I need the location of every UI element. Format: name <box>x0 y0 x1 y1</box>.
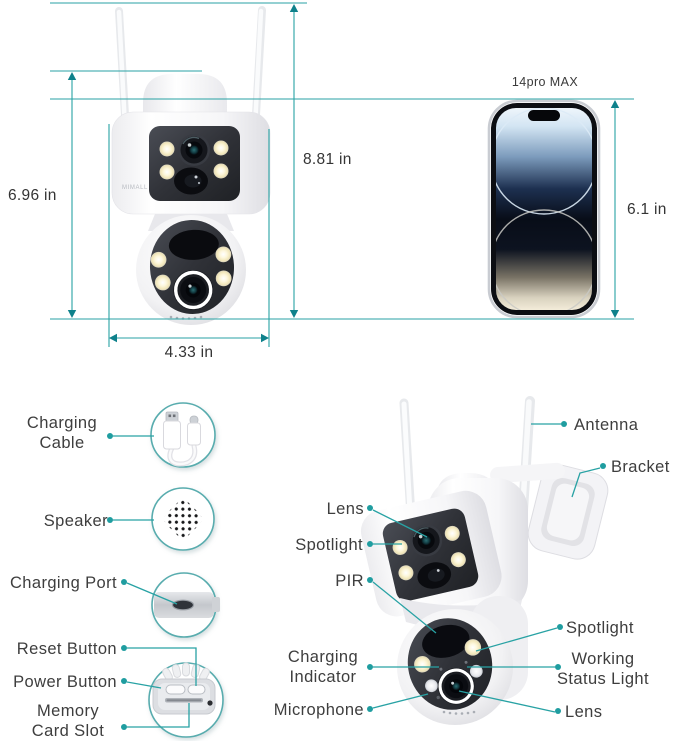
part-callout-dots <box>107 421 606 730</box>
power-button-shape <box>165 684 186 695</box>
part-label-memory-card-slot: Memory Card Slot <box>31 702 105 740</box>
dimension-camera-width: 4.33 in <box>164 344 214 361</box>
dimension-arrowheads <box>67 4 620 343</box>
part-label-charging-port: Charging Port <box>9 574 117 592</box>
camera-illustration-angled <box>360 396 609 725</box>
part-label-lens-upper: Lens <box>326 500 364 518</box>
antenna-left-icon <box>399 398 416 521</box>
part-label-bracket: Bracket <box>611 458 670 476</box>
dimension-annotations <box>50 2 634 347</box>
camera-bottom-view-icon <box>148 662 224 738</box>
brand-text: MIMALL <box>122 185 148 191</box>
dimension-camera-body-height: 6.96 in <box>8 187 57 204</box>
phone-model-label: 14pro MAX <box>511 75 579 89</box>
dimension-camera-total-height: 8.81 in <box>303 151 352 168</box>
dimension-phone-height: 6.1 in <box>627 201 667 218</box>
part-label-reset-button: Reset Button <box>16 640 117 658</box>
part-label-working-status-light: Working Status Light <box>557 650 649 688</box>
camera-base-grille <box>442 710 476 715</box>
charging-port-icon <box>151 572 220 638</box>
charging-cable-icon <box>150 402 216 468</box>
iphone-illustration <box>487 99 601 319</box>
part-callout-lines <box>113 423 601 728</box>
part-label-power-button: Power Button <box>13 673 117 691</box>
part-label-pir: PIR <box>335 572 364 590</box>
speaker-icon <box>151 487 215 551</box>
part-label-spotlight-left: Spotlight <box>295 536 363 554</box>
part-label-antenna: Antenna <box>574 416 639 434</box>
part-label-spotlight-right: Spotlight <box>566 619 634 637</box>
pir-lens-shape <box>422 624 470 658</box>
part-label-charging-indicator: Charging Indicator <box>287 648 359 686</box>
dynamic-island <box>528 110 560 121</box>
part-label-speaker: Speaker <box>43 512 108 530</box>
part-label-lens-lower: Lens <box>565 703 603 721</box>
part-label-charging-cable: Charging Cable <box>26 414 98 452</box>
microphone-hole-shape <box>436 695 440 700</box>
reset-button-shape <box>187 684 206 695</box>
bracket-shape <box>527 464 609 560</box>
part-label-microphone: Microphone <box>273 701 364 719</box>
camera-illustration-front: MIMALL <box>111 6 271 325</box>
working-status-light-shape <box>464 660 468 664</box>
charging-indicator-shape <box>439 667 443 671</box>
